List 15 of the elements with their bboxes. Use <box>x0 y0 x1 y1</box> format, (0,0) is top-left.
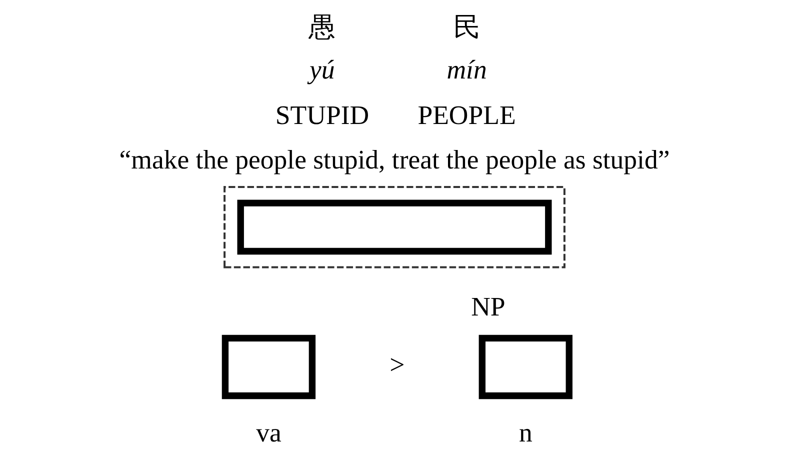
label: > <box>389 349 404 380</box>
node-label: n <box>518 416 532 447</box>
cluster <box>223 185 565 268</box>
label: PEOPLE <box>417 100 516 130</box>
label: NP <box>470 290 505 321</box>
node-box <box>236 199 552 254</box>
node-box <box>221 334 316 399</box>
node-box <box>478 334 572 399</box>
label: STUPID <box>274 100 369 130</box>
label: 民 <box>452 11 480 42</box>
label: 愚 <box>308 11 336 42</box>
label: mín <box>446 54 486 84</box>
label: yú <box>309 54 334 84</box>
label: “make the people stupid, treat the people as stupid” <box>118 144 670 174</box>
node-label: va <box>256 416 281 447</box>
